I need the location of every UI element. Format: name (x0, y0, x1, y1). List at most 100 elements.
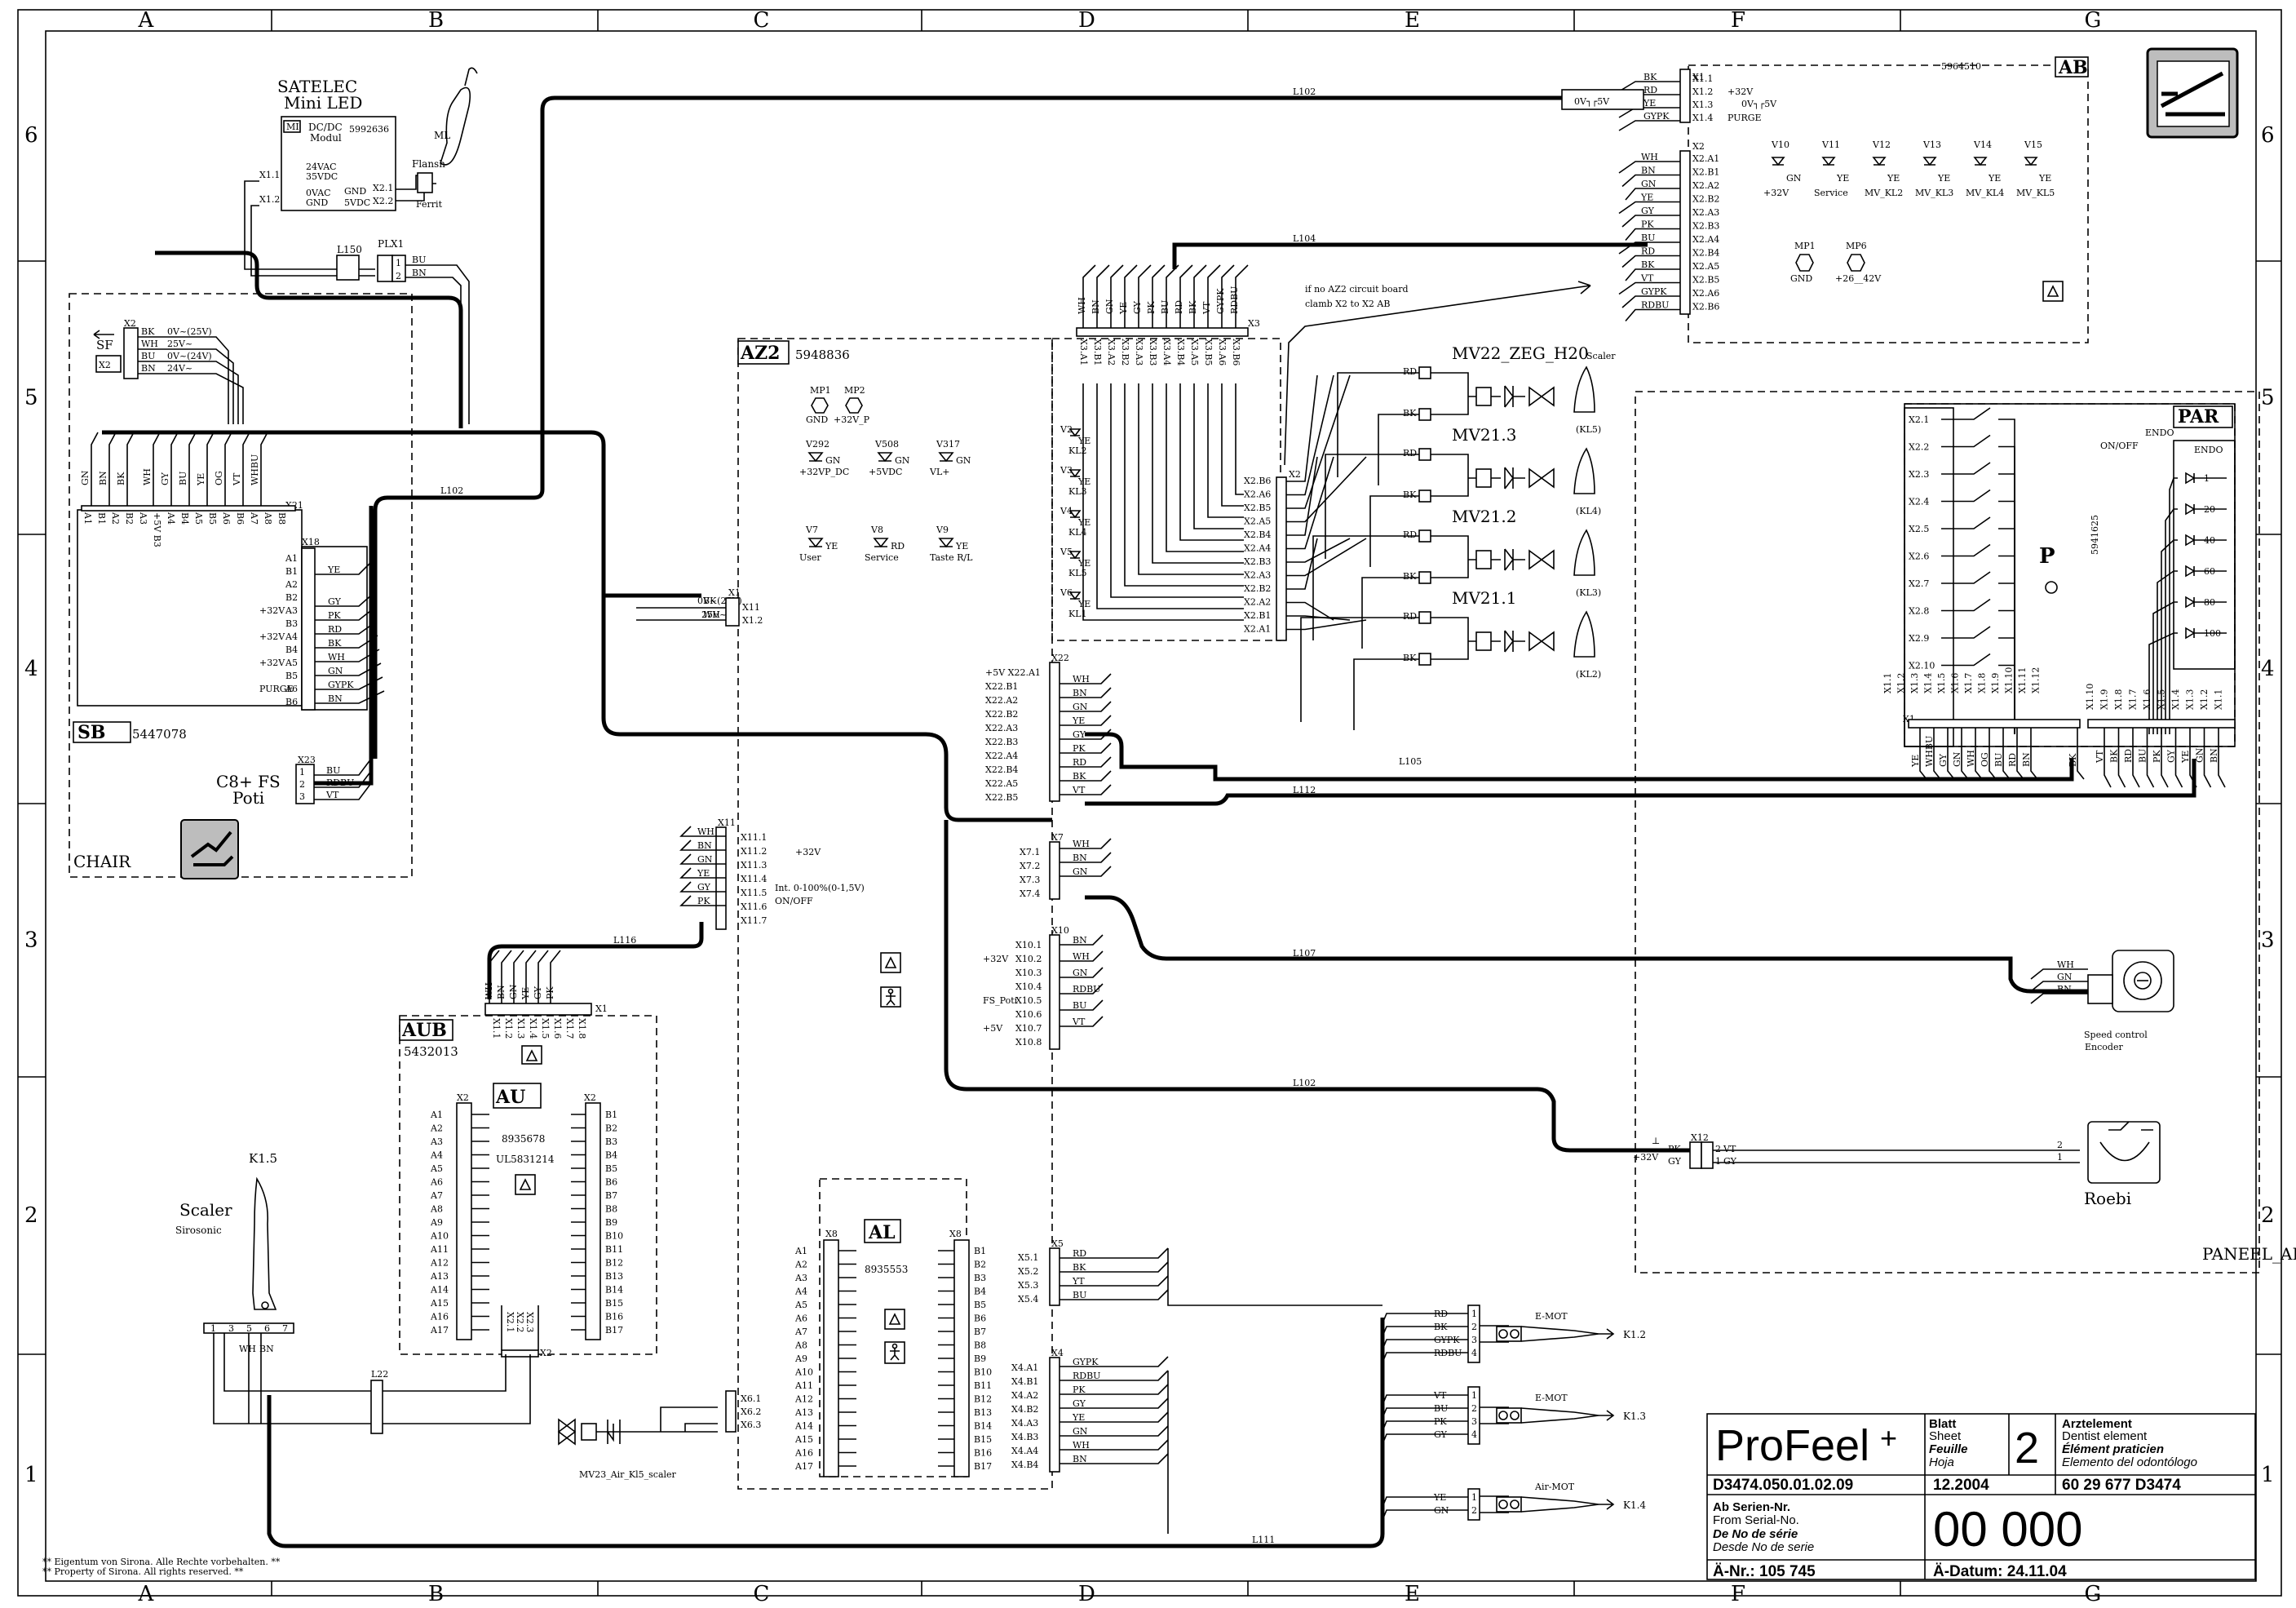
wire-color: RD (1403, 529, 1417, 540)
led-color: GN (895, 455, 910, 466)
pin-label: X1.5 (2157, 689, 2167, 710)
wire (224, 432, 232, 506)
pin-label: X2.A1 (1244, 624, 1271, 635)
pin-label: 4 (1471, 1348, 1477, 1358)
svg-text:GND: GND (306, 197, 328, 208)
wire (1382, 1496, 1468, 1508)
pin-label: B11 (605, 1244, 623, 1255)
pin-label: X1.10 (2004, 667, 2015, 693)
pin-label: B16 (974, 1448, 992, 1459)
wire-color: YE (327, 565, 340, 575)
svg-text:WH: WH (239, 1344, 256, 1354)
pin-label: A16 (430, 1312, 449, 1322)
wire-color: GY (697, 882, 711, 893)
motor-sensor-icon (1510, 1499, 1520, 1509)
pin-label: A2 (285, 579, 298, 590)
wire (1060, 673, 1112, 684)
valve-terminal (1418, 529, 1431, 543)
pin-label: X1.2 (1692, 86, 1713, 97)
wire (138, 361, 239, 424)
pin-label: B12 (605, 1258, 623, 1269)
pin-label: X1.9 (2099, 689, 2110, 710)
svg-text:Blatt: Blatt (1929, 1417, 1956, 1431)
pin-label: A3 (794, 1273, 807, 1283)
pin-label: X3.B1 (1092, 339, 1103, 365)
svg-text:ENDO: ENDO (2145, 427, 2174, 438)
svg-text:2: 2 (2015, 1424, 2039, 1473)
wire (1060, 999, 1104, 1011)
pin-label: X1.1 (2214, 689, 2224, 710)
pin-label: X10.8 (1015, 1037, 1042, 1048)
svg-text:X1: X1 (728, 587, 741, 598)
pin-label: X2.3 (524, 1312, 535, 1332)
led-ref: V508 (874, 439, 899, 450)
wire (1060, 1247, 1169, 1259)
wire (1060, 687, 1112, 698)
pin-label: X3.A1 (1078, 339, 1089, 365)
wire (2077, 728, 2085, 780)
signal-label: +32V (795, 847, 821, 857)
wire (1060, 1439, 1169, 1451)
wire-color: BK (1073, 771, 1086, 782)
valve-type: Scaler (1586, 351, 1616, 361)
pin-label: X22.A4 (985, 751, 1018, 761)
grid-col-label: F (1731, 8, 1745, 33)
led-icon (2185, 565, 2227, 578)
person-icon (880, 986, 901, 1008)
pin-label: X3.A4 (1161, 339, 1172, 365)
wire-color: OG (1980, 752, 1990, 767)
connector-label: X2 (1692, 141, 1705, 152)
pin-label: X1.7 (1963, 673, 1974, 693)
pin-label: X2.A3 (1692, 207, 1719, 218)
wire (315, 649, 380, 662)
connector-label: X2 (540, 1348, 552, 1358)
svg-text:BN: BN (259, 1344, 274, 1354)
pin-label: X3.B4 (1175, 339, 1186, 365)
svg-text:D3474.050.01.02.09: D3474.050.01.02.09 (1713, 1477, 1853, 1494)
wire (1618, 201, 1680, 215)
pin-label: X1.2 (1896, 673, 1907, 693)
valve-terminal (1418, 408, 1431, 421)
wire (126, 432, 135, 506)
encoder-icon (2087, 950, 2174, 1012)
wire (679, 881, 726, 893)
pin-label: X4.A4 (1011, 1446, 1038, 1456)
pin-label: A1 (285, 553, 298, 564)
pin-label: A6 (430, 1177, 443, 1188)
wire (2016, 728, 2024, 780)
signal-label: 0V~(25V) (167, 326, 212, 337)
signal-label: Int. 0-100%(0-1,5V) (775, 883, 865, 893)
signal-label: +32V (983, 954, 1009, 964)
pin-label: B6 (605, 1177, 617, 1188)
signal-label: 0V┐┌5V (1574, 96, 1610, 107)
svg-text:1: 1 (396, 258, 401, 268)
wire (1060, 784, 1112, 795)
led-icon (807, 538, 824, 548)
wire (1286, 619, 1367, 631)
svg-text:X1: X1 (595, 1003, 608, 1014)
svg-text:Desde No de serie: Desde No de serie (1713, 1540, 1814, 1554)
led-icon (2185, 503, 2227, 516)
wire-color: RDBU (1229, 286, 1240, 314)
wire-color: GYPK (1643, 111, 1670, 122)
led-icon (1973, 157, 1988, 166)
led-color: RD (891, 541, 905, 552)
wire-color: RD (1643, 85, 1657, 95)
wire (1193, 264, 1207, 328)
p-symbol: P (2039, 544, 2055, 569)
pin-label: 1 (1471, 1492, 1477, 1503)
grid-col-label: A (138, 8, 155, 33)
connector-label: X1 (1692, 72, 1705, 82)
motor-icon (1520, 1496, 1599, 1513)
wire (1621, 295, 1680, 308)
wire (315, 635, 378, 649)
wire-color: GN (1073, 968, 1088, 978)
solenoid-valves: MV22_ZEG_H20ScalerRDBK(KL5)MV21.3RDBK(KL… (1300, 343, 1616, 730)
pin-label: B2 (285, 592, 298, 603)
svg-text:Encoder: Encoder (2085, 1042, 2123, 1052)
pin-label: X2.2 (1909, 442, 1929, 453)
pin-label: X7.4 (1020, 888, 1040, 899)
wire (315, 561, 372, 575)
led-color: YE (825, 541, 838, 552)
